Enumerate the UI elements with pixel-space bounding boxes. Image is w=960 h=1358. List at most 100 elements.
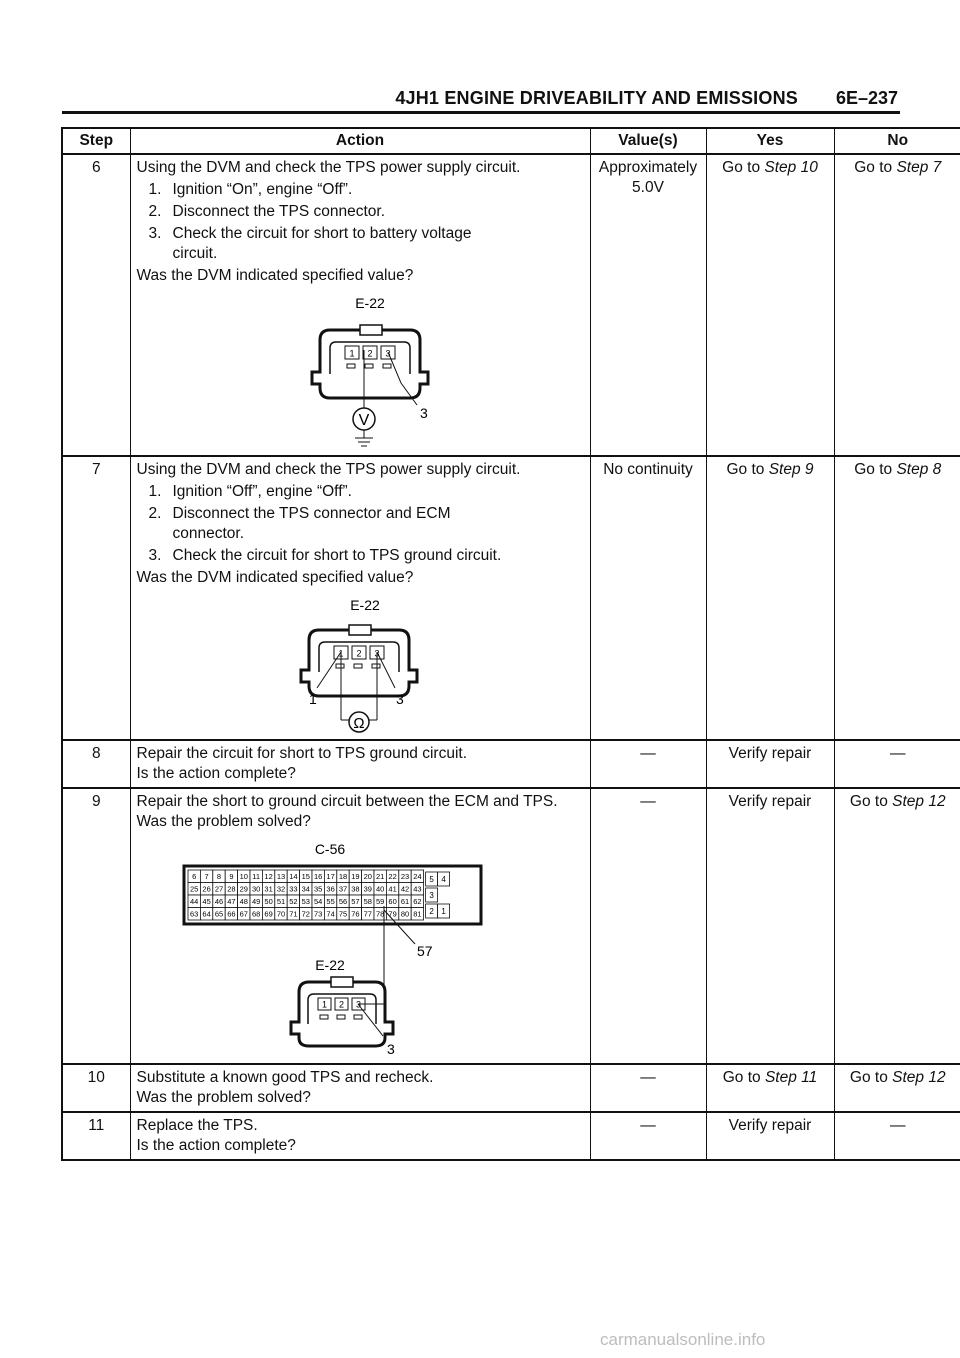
ecm-pin-number: 68 — [252, 910, 260, 919]
ecm-pin-number: 50 — [264, 897, 272, 906]
ecm-pin-number: 22 — [388, 872, 396, 881]
ecm-pin-number: 55 — [326, 897, 334, 906]
no-cell: Go to Step 7 — [833, 154, 960, 457]
ecm-side-pin-number: 5 — [429, 875, 434, 884]
substep: 3.Check the circuit for short to battery… — [148, 225, 472, 262]
ecm-side-pin-cell — [436, 871, 450, 887]
ecm-pin-number: 10 — [239, 872, 247, 881]
table-row-step-10: 10 Substitute a known good TPS and reche… — [61, 1064, 960, 1113]
ecm-pin-number: 70 — [276, 910, 284, 919]
ecm-pin-number: 53 — [301, 897, 309, 906]
ecm-side-pin-number: 1 — [441, 907, 446, 916]
ecm-pin-number: 41 — [388, 885, 396, 894]
step-number: 8 — [61, 740, 131, 789]
ecm-pin-number: 19 — [351, 872, 359, 881]
ecm-pin-number: 65 — [214, 910, 222, 919]
action-cell: Repair the circuit for short to TPS grou… — [129, 740, 591, 789]
ecm-pin-number: 24 — [413, 872, 421, 881]
ecm-pin-number: 38 — [351, 885, 359, 894]
ecm-pin-number: 78 — [376, 910, 384, 919]
ecm-pin-number: 56 — [338, 897, 346, 906]
step-number: 10 — [61, 1064, 131, 1113]
pin-label: 2 — [367, 349, 372, 359]
ecm-pin-number: 23 — [400, 872, 408, 881]
column-header-yes: Yes — [705, 128, 835, 155]
ecm-pin-number: 51 — [276, 897, 284, 906]
ecm-connector-label: C-56 — [314, 841, 345, 857]
ecm-pin-number: 73 — [314, 910, 322, 919]
ecm-pin-number: 71 — [289, 910, 297, 919]
action-cell: Substitute a known good TPS and recheck.… — [129, 1064, 591, 1113]
ecm-pin-number: 76 — [351, 910, 359, 919]
ecm-pin-number: 49 — [252, 897, 260, 906]
ecm-pin-number: 79 — [388, 910, 396, 919]
action-cell: Using the DVM and check the TPS power su… — [129, 154, 591, 457]
step-number: 11 — [61, 1112, 131, 1161]
voltmeter-icon: V — [358, 412, 369, 429]
substep: 1.Ignition “On”, engine “Off”. — [148, 181, 353, 198]
table-row-step-8: 8 Repair the circuit for short to TPS gr… — [61, 740, 960, 789]
ecm-pin-number: 61 — [400, 897, 408, 906]
yes-cell: Go to Step 11 — [705, 1064, 835, 1113]
column-header-action: Action — [129, 128, 591, 155]
ecm-pin-number: 27 — [214, 885, 222, 894]
substep: 2.Disconnect the TPS connector. — [148, 203, 386, 220]
ecm-pin-number: 81 — [413, 910, 421, 919]
no-cell: Go to Step 12 — [833, 788, 960, 1065]
ecm-pin-number: 33 — [289, 885, 297, 894]
yes-cell: Go to Step 9 — [705, 456, 835, 741]
ecm-pin-number: 25 — [190, 885, 198, 894]
ecm-side-pin-number: 3 — [429, 891, 434, 900]
action-question: Was the DVM indicated specified value? — [136, 267, 414, 284]
tps-connector-continuity-figure: E-22 1 2 3 1 3 — [299, 597, 418, 733]
substep: 3.Check the circuit for short to TPS gro… — [148, 547, 502, 564]
ecm-pin-number: 45 — [202, 897, 210, 906]
ecm-side-pin-number: 4 — [441, 875, 446, 884]
probe-pin-label: 3 — [420, 405, 428, 421]
ecm-pin-number: 8 — [216, 872, 220, 881]
ecm-pin-number: 29 — [239, 885, 247, 894]
page-header: 4JH1 ENGINE DRIVEABILITY AND EMISSIONS 6… — [62, 86, 900, 114]
ecm-pin-number: 7 — [204, 872, 208, 881]
ecm-pin-number: 59 — [376, 897, 384, 906]
no-cell: Go to Step 8 — [833, 456, 960, 741]
table-header-row: Step Action Value(s) Yes No — [61, 128, 960, 155]
ecm-pin-number: 20 — [363, 872, 371, 881]
connector-label: E-22 — [355, 295, 385, 311]
ecm-pin-number: 14 — [289, 872, 297, 881]
diagnostic-steps-table: Step Action Value(s) Yes No 6 Using the … — [61, 127, 960, 1161]
ecm-pin-number: 43 — [413, 885, 421, 894]
substep: 1.Ignition “Off”, engine “Off”. — [148, 483, 352, 500]
ecm-pin-number: 34 — [301, 885, 309, 894]
column-header-step: Step — [61, 128, 131, 155]
ecm-pin-number: 16 — [314, 872, 322, 881]
action-intro: Using the DVM and check the TPS power su… — [136, 461, 521, 478]
column-header-no: No — [833, 128, 960, 155]
ohmmeter-icon: Ω — [353, 715, 364, 732]
ecm-pin-number: 57 — [351, 897, 359, 906]
ecm-pin-number: 39 — [363, 885, 371, 894]
ecm-pin-number: 32 — [276, 885, 284, 894]
no-cell: — — [833, 740, 960, 789]
action-question: Was the problem solved? — [136, 813, 311, 830]
value-cell: No continuity — [589, 456, 707, 741]
ecm-pin-number: 75 — [338, 910, 346, 919]
ecm-pin-number: 26 — [202, 885, 210, 894]
step-number: 9 — [61, 788, 131, 1065]
ecm-pin-number: 48 — [239, 897, 247, 906]
ecm-pin-number: 46 — [214, 897, 222, 906]
ecm-side-pin-cell — [436, 903, 450, 919]
step-number: 6 — [61, 154, 131, 457]
ecm-pin-number: 28 — [227, 885, 235, 894]
ecm-pin-number: 72 — [301, 910, 309, 919]
ecm-pin-number: 47 — [227, 897, 235, 906]
ecm-pin-number: 74 — [326, 910, 334, 919]
no-cell: Go to Step 12 — [833, 1064, 960, 1113]
action-question: Was the DVM indicated specified value? — [136, 569, 414, 586]
ecm-pin-number: 42 — [400, 885, 408, 894]
table-row-step-6: 6 Using the DVM and check the TPS power … — [61, 154, 960, 457]
ecm-pin-number: 60 — [388, 897, 396, 906]
tps-connector-label: E-22 — [315, 957, 345, 973]
ecm-pin-number: 31 — [264, 885, 272, 894]
